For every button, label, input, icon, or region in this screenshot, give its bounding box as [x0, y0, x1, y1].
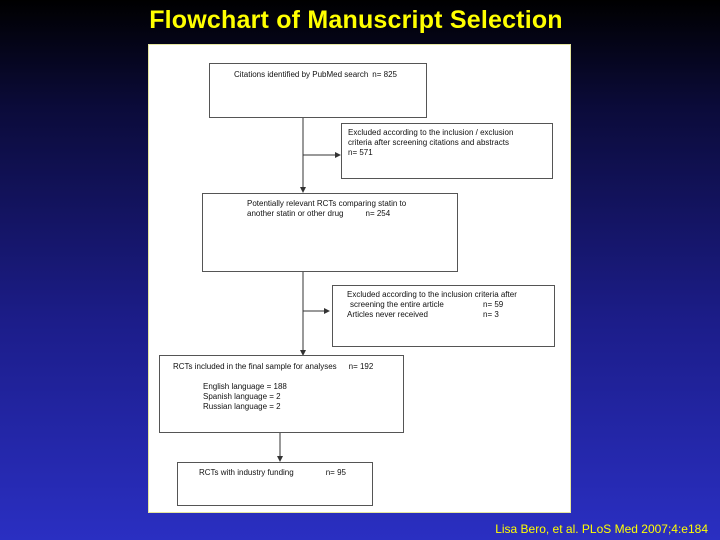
- box-industry-funding: RCTs with industry funding n= 95: [177, 462, 373, 506]
- box5-russian: Russian language = 2: [203, 402, 281, 411]
- slide-title: Flowchart of Manuscript Selection: [149, 6, 563, 34]
- box3-line1: Potentially relevant RCTs comparing stat…: [247, 199, 407, 208]
- box-potentially-relevant: Potentially relevant RCTs comparing stat…: [202, 193, 458, 272]
- flowchart-panel: Citations identified by PubMed search n=…: [148, 44, 571, 513]
- box5-count: n= 192: [348, 362, 374, 371]
- box-excluded-full-article: Excluded according to the inclusion crit…: [332, 285, 555, 347]
- box4-line2-count: n= 59: [483, 300, 504, 309]
- flowchart-connectors: [277, 118, 341, 462]
- box5-label: RCTs included in the final sample for an…: [173, 362, 337, 371]
- box2-line1: Excluded according to the inclusion / ex…: [348, 128, 514, 137]
- box1-count: n= 825: [372, 70, 397, 79]
- box4-line3-label: Articles never received: [347, 310, 428, 319]
- source-citation: Lisa Bero, et al. PLoS Med 2007;4:e184: [495, 522, 708, 536]
- box-excluded-screening: Excluded according to the inclusion / ex…: [341, 123, 553, 179]
- box3-count: n= 254: [365, 209, 391, 218]
- box3-line2: another statin or other drug: [247, 209, 344, 218]
- box2-line2: criteria after screening citations and a…: [348, 138, 509, 147]
- box2-count: n= 571: [348, 148, 373, 157]
- box6-label: RCTs with industry funding: [199, 468, 294, 477]
- box4-line1: Excluded according to the inclusion crit…: [347, 290, 517, 299]
- box1-label: Citations identified by PubMed search: [234, 70, 369, 79]
- box6-count: n= 95: [325, 468, 346, 477]
- box5-spanish: Spanish language = 2: [203, 392, 281, 401]
- box5-english: English language = 188: [203, 382, 287, 391]
- box-rcts-included: RCTs included in the final sample for an…: [159, 355, 404, 433]
- box4-line3-count: n= 3: [483, 310, 499, 319]
- box4-line2-label: screening the entire article: [350, 300, 444, 309]
- box-citations-identified: Citations identified by PubMed search n=…: [209, 63, 427, 118]
